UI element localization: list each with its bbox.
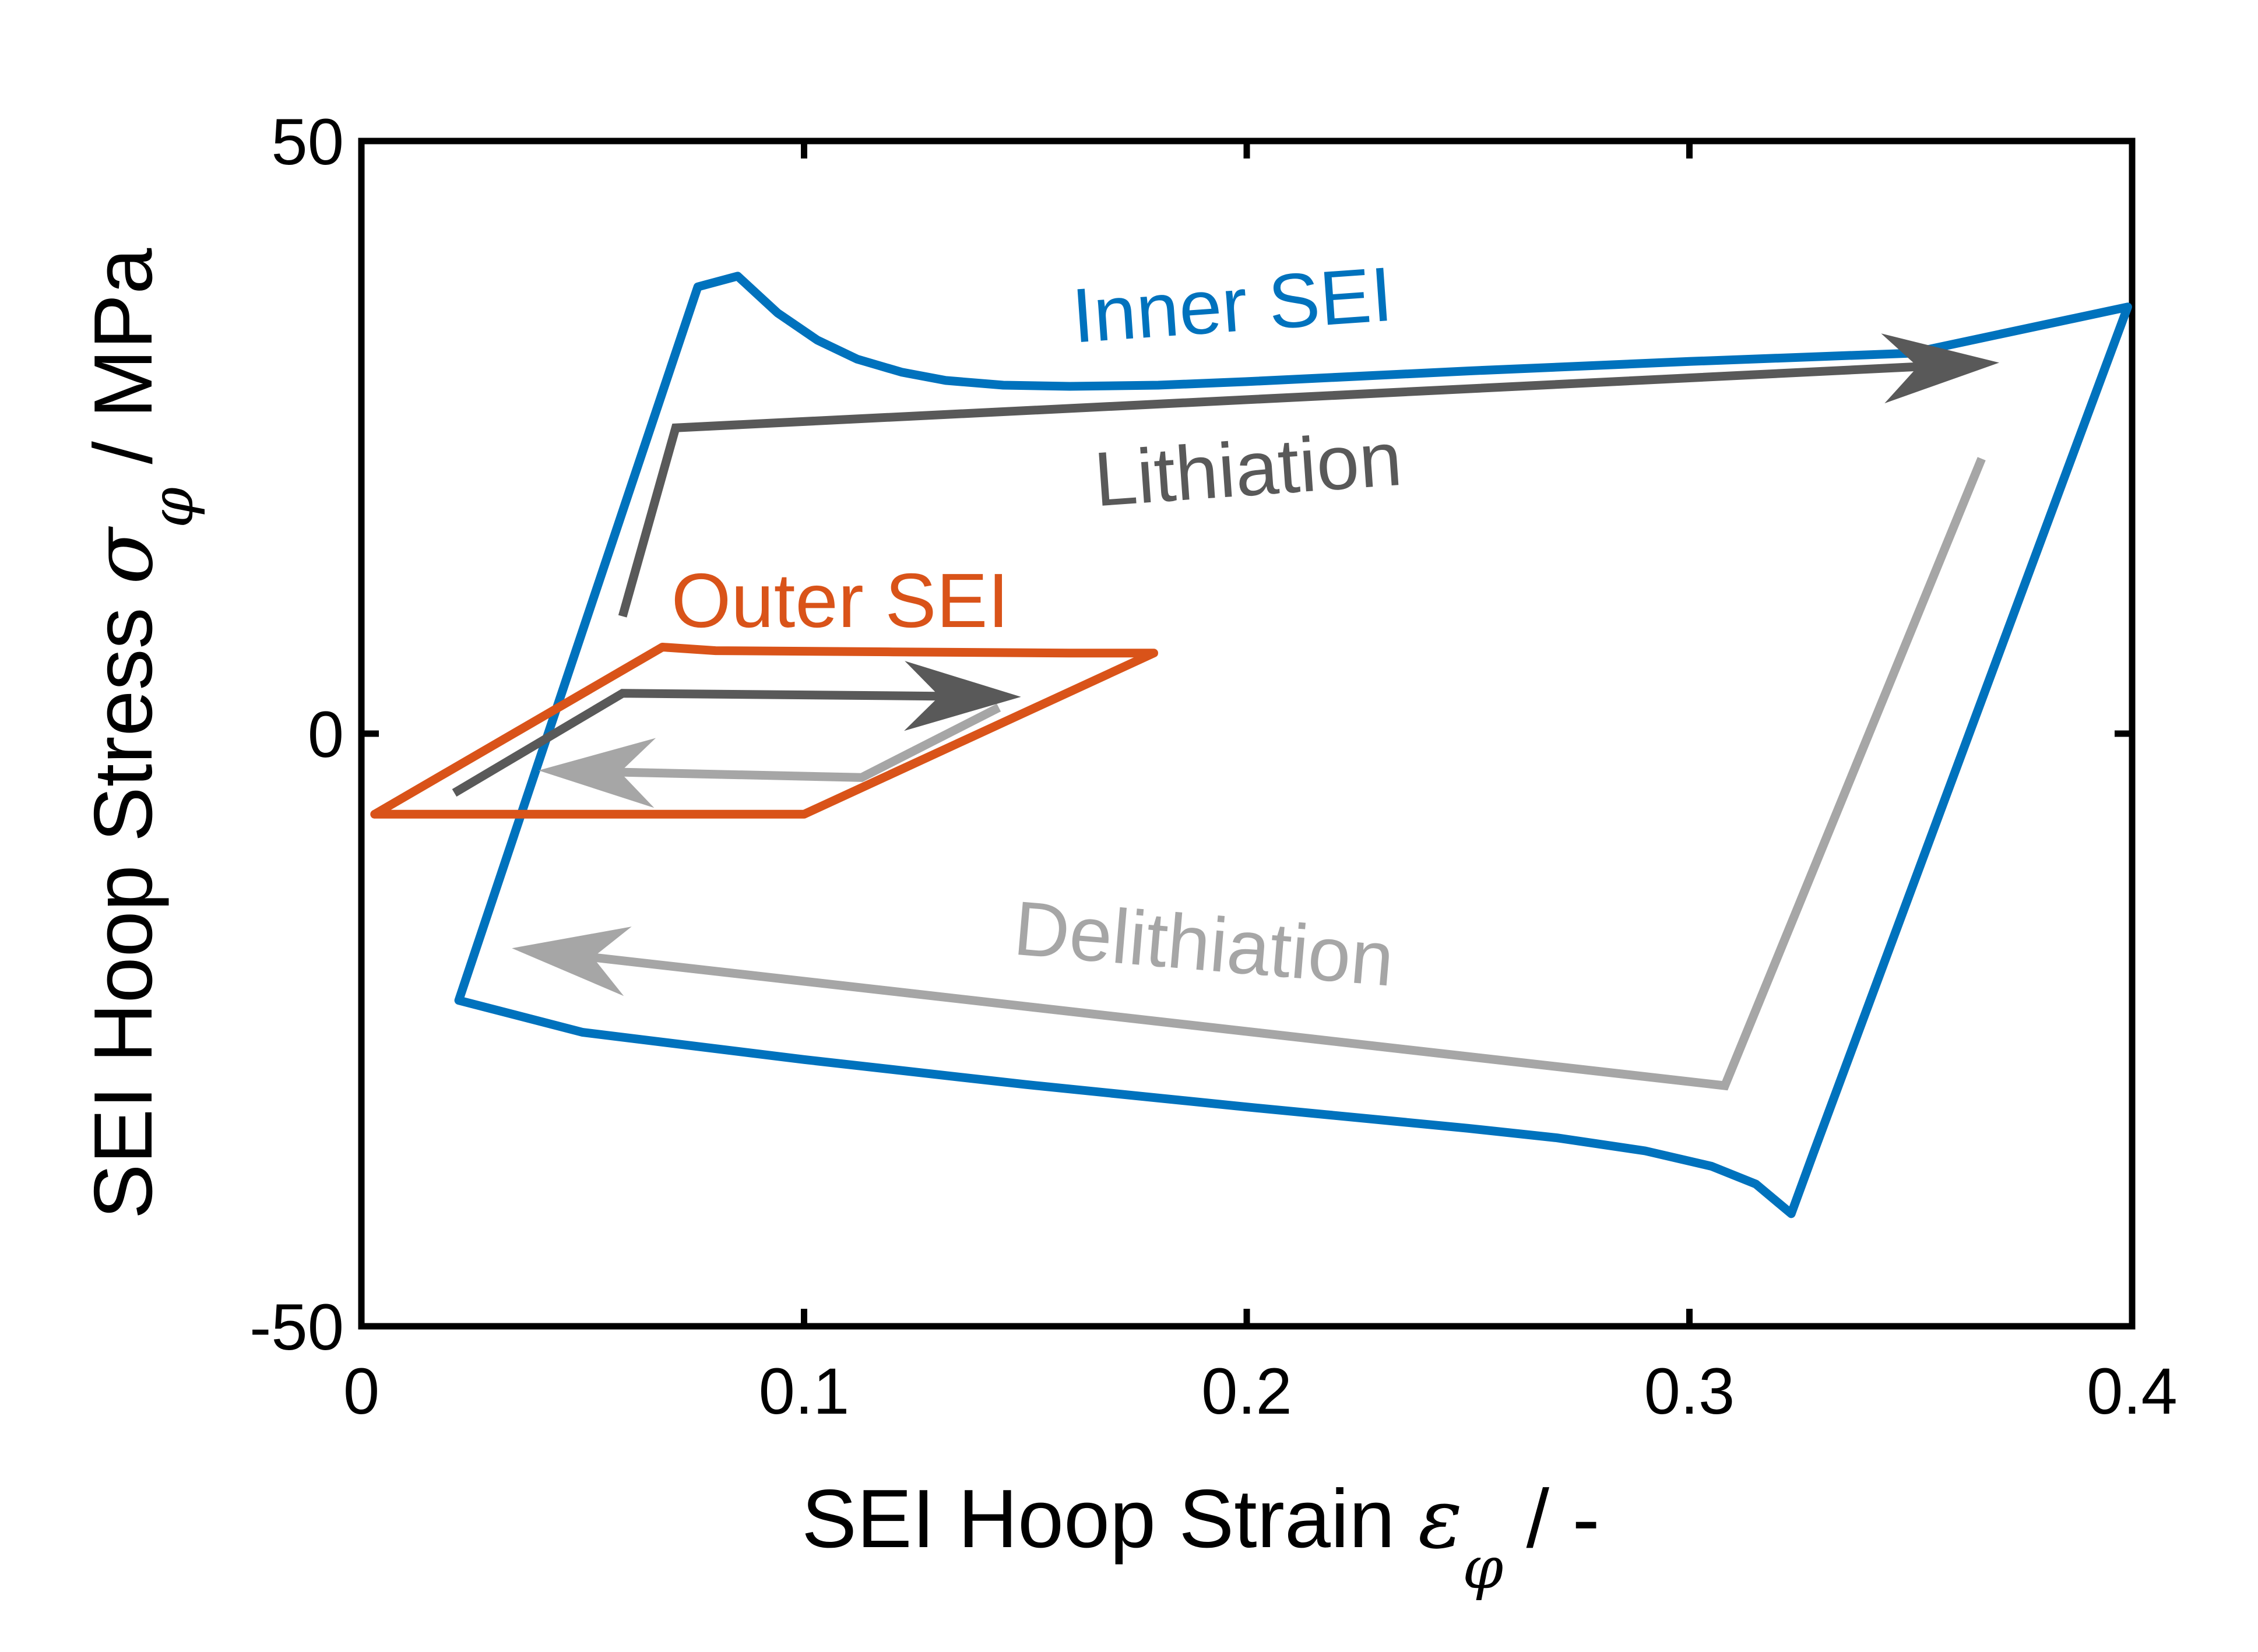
y-tick-label: 50 xyxy=(271,105,344,178)
y-axis-label-symbol: σ xyxy=(75,526,171,584)
arrow-lithiation-shaft xyxy=(618,362,1918,618)
annotation-outer-sei: Outer SEI xyxy=(671,558,1010,643)
x-axis-label-unit: / - xyxy=(1503,1473,1600,1565)
y-axis-label: SEI Hoop Stress σφ / MPa xyxy=(75,248,206,1219)
y-tick-label: -50 xyxy=(249,1291,344,1364)
arrow-layer xyxy=(452,333,2000,1091)
arrow-3-head xyxy=(904,661,1021,731)
y-tick-label: 0 xyxy=(308,698,344,771)
x-axis-label-text: SEI Hoop Strain xyxy=(801,1473,1418,1565)
axis-ticks xyxy=(361,141,2132,1326)
y-axis-label-subscript: φ xyxy=(138,487,206,528)
arrow-delithiation-head xyxy=(512,927,632,996)
arrow-delithiation-shaft xyxy=(592,457,1986,1091)
x-axis-label-symbol: ε xyxy=(1418,1471,1462,1567)
annotation-lithiation: Lithiation xyxy=(1091,415,1404,523)
annotation-inner-sei: Inner SEI xyxy=(1069,251,1395,359)
y-axis-label-text: SEI Hoop Stress xyxy=(77,584,170,1219)
x-axis-label: SEI Hoop Strain εφ / - xyxy=(801,1471,1600,1602)
x-tick-label: 0.2 xyxy=(1201,1355,1292,1428)
x-tick-label: 0.1 xyxy=(759,1355,850,1428)
annotation-delithiation: Delithiation xyxy=(1011,885,1397,1002)
x-tick-label: 0 xyxy=(343,1355,379,1428)
arrow-lithiation-head xyxy=(1881,333,2000,404)
x-axis-label-subscript: φ xyxy=(1462,1534,1503,1602)
arrow-4-shaft xyxy=(620,703,1001,782)
x-tick-label: 0.3 xyxy=(1644,1355,1735,1428)
x-tick-label: 0.4 xyxy=(2087,1355,2178,1428)
arrow-4-head xyxy=(538,738,656,808)
series-outer-sei xyxy=(370,643,1158,819)
y-axis-label-unit: / MPa xyxy=(77,248,170,487)
arrow-3-shaft xyxy=(452,689,940,797)
series-inner-sei xyxy=(454,272,2132,1218)
series-layer xyxy=(370,272,2132,1218)
